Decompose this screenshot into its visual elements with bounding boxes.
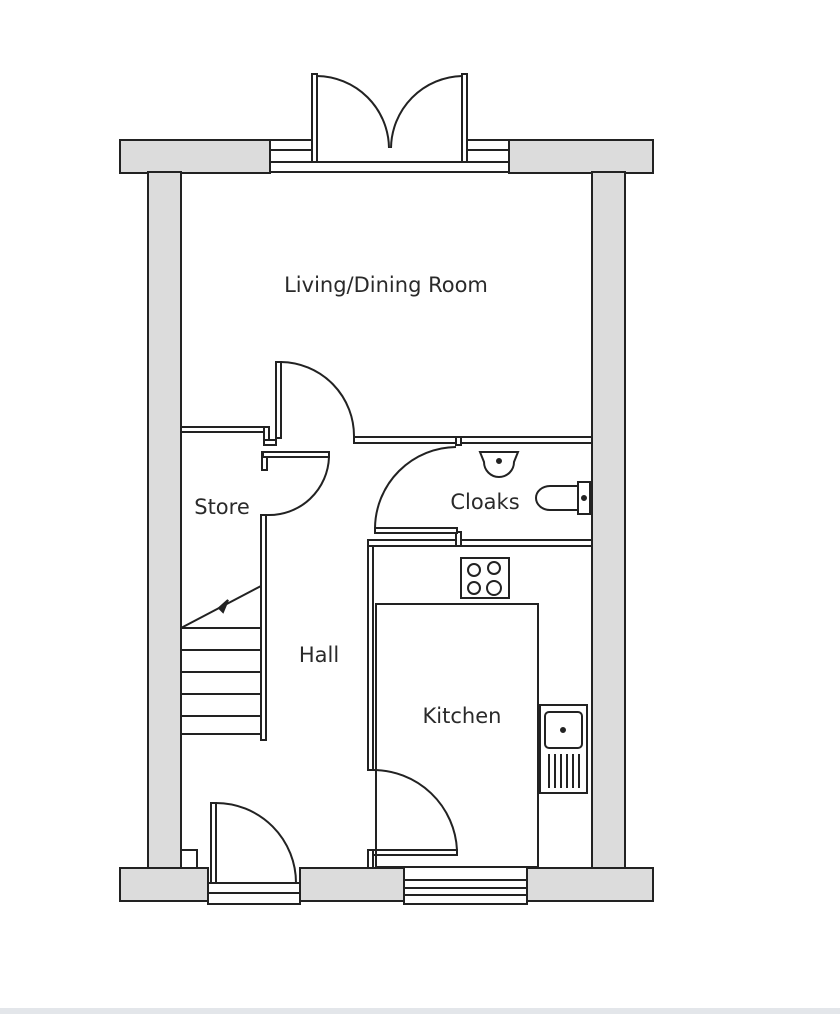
wc-pan: [535, 485, 579, 511]
worktop: [375, 603, 539, 868]
patio-door-swing-right: [390, 75, 463, 149]
left-wall: [147, 171, 182, 870]
kitchen-fixtures: [375, 557, 588, 868]
label-hall: Hall: [299, 643, 339, 667]
patio-door-swing-left: [316, 75, 390, 149]
bottom-bar: [0, 1008, 840, 1014]
cloaks-bottom-wall: [367, 539, 593, 547]
cloaks-door-leaf: [374, 527, 458, 534]
stair-arrow: [217, 599, 229, 614]
kitchen-door-leaf: [372, 849, 458, 856]
cloaks-door-swing: [374, 446, 457, 529]
living-room-door-leaf: [275, 361, 282, 439]
top-wall-right: [508, 139, 654, 174]
patio-doors: [269, 73, 510, 173]
basin: [478, 451, 520, 478]
staircase: [180, 585, 262, 735]
bottom-wall-middle: [299, 867, 405, 902]
living-room-door-swing: [280, 361, 356, 438]
internal-doors: [210, 361, 458, 884]
label-store: Store: [194, 495, 250, 519]
store-top-wall: [180, 426, 270, 433]
label-living-dining-room: Living/Dining Room: [284, 273, 488, 297]
patio-door-leaf-left: [311, 73, 318, 163]
front-openings: [207, 879, 528, 905]
store-door-swing: [266, 456, 330, 517]
store-stair-wall: [260, 514, 267, 741]
meter-box: [180, 849, 198, 869]
kitchen-door-swing: [372, 768, 458, 851]
internal-walls: [180, 426, 593, 869]
bottom-wall-left: [119, 867, 209, 902]
top-wall-left: [119, 139, 271, 174]
patio-door-leaf-right: [461, 73, 468, 163]
store-door-leaf: [262, 451, 330, 458]
kitchen-left-wall: [367, 539, 374, 771]
front-door-leaf: [210, 802, 217, 884]
right-wall: [591, 171, 626, 870]
external-walls: [119, 139, 654, 902]
kitchen-window: [403, 879, 528, 905]
label-cloaks: Cloaks: [450, 490, 519, 514]
cloaks-top-wall: [353, 436, 593, 444]
bottom-wall-right: [526, 867, 654, 902]
hob: [460, 557, 510, 599]
label-kitchen: Kitchen: [423, 704, 502, 728]
cloaks-fixtures: [478, 451, 591, 515]
front-door-swing: [215, 802, 297, 884]
patio-sill: [269, 161, 510, 173]
